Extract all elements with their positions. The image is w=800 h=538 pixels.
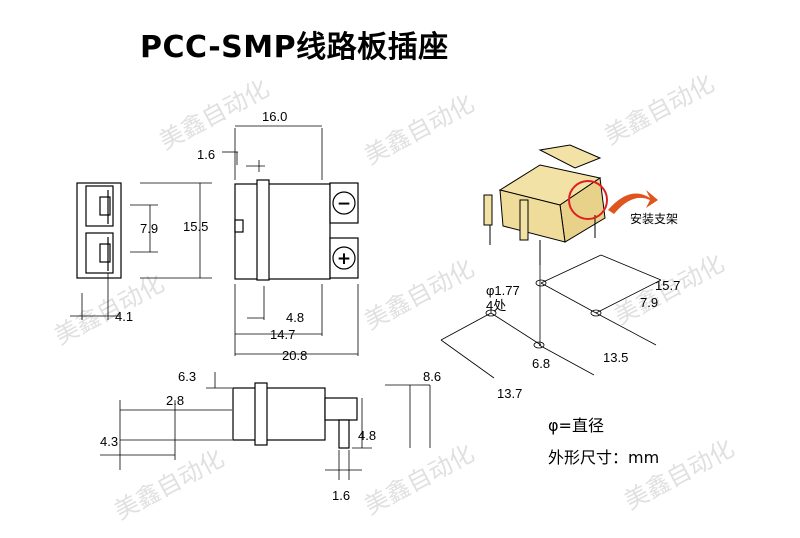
top-view-dims [222,125,359,356]
dim-hole: φ1.77 [486,283,520,298]
dim-total: 20.8 [282,348,307,363]
dim-pin-w: 1.6 [332,488,350,503]
dim-fp-e: 13.7 [497,386,522,401]
dim-side-top: 6.3 [178,369,196,384]
dim-spacing: 7.9 [140,221,158,236]
side-view [232,382,358,449]
dim-fp-a: 15.7 [655,278,680,293]
minus-terminal-icon [332,191,356,215]
dim-width: 16.0 [262,109,287,124]
end-view-body [76,182,122,279]
dim-pin-pos: 4.8 [286,310,304,325]
watermark-text: 美鑫自动化 [360,254,479,335]
legend-unit: 外形尺寸：mm [548,448,660,467]
dim-pin-offset: 4.1 [115,309,133,324]
iso-view [483,144,606,265]
dim-overall: 8.6 [423,369,441,384]
watermark-text: 美鑫自动化 [50,269,169,350]
watermark-text: 美鑫自动化 [360,439,479,520]
dim-side-a: 2.8 [166,393,184,408]
watermark-text: 美鑫自动化 [110,444,229,525]
dim-hole-count: 4处 [486,298,506,313]
minus-symbol: − [337,194,351,214]
plus-symbol: + [337,249,351,269]
dim-fp-b: 7.9 [640,295,658,310]
callout-label: 安装支架 [630,212,679,226]
dim-side-b: 4.3 [100,434,118,449]
watermark-text: 美鑫自动化 [360,89,479,170]
end-view [76,182,122,279]
callout-arrow-icon [608,190,658,214]
page-title: PCC-SMP线路板插座 [140,30,449,65]
dim-fp-d: 13.5 [603,350,628,365]
footprint [440,254,662,379]
highlight-circle-icon [568,180,608,220]
end-view-dims [70,182,212,320]
legend-phi: φ=直径 [548,416,604,435]
top-view [234,179,359,281]
side-view-dims [100,372,431,480]
dim-notch: 1.6 [197,147,215,162]
watermark-text: 美鑫自动化 [155,74,274,155]
watermark-text: 美鑫自动化 [600,69,719,150]
plus-terminal-icon [332,246,356,270]
dim-pin-len: 4.8 [358,428,376,443]
dim-height: 15.5 [183,219,208,234]
dim-fp-c: 6.8 [532,356,550,371]
dim-body: 14.7 [270,327,295,342]
